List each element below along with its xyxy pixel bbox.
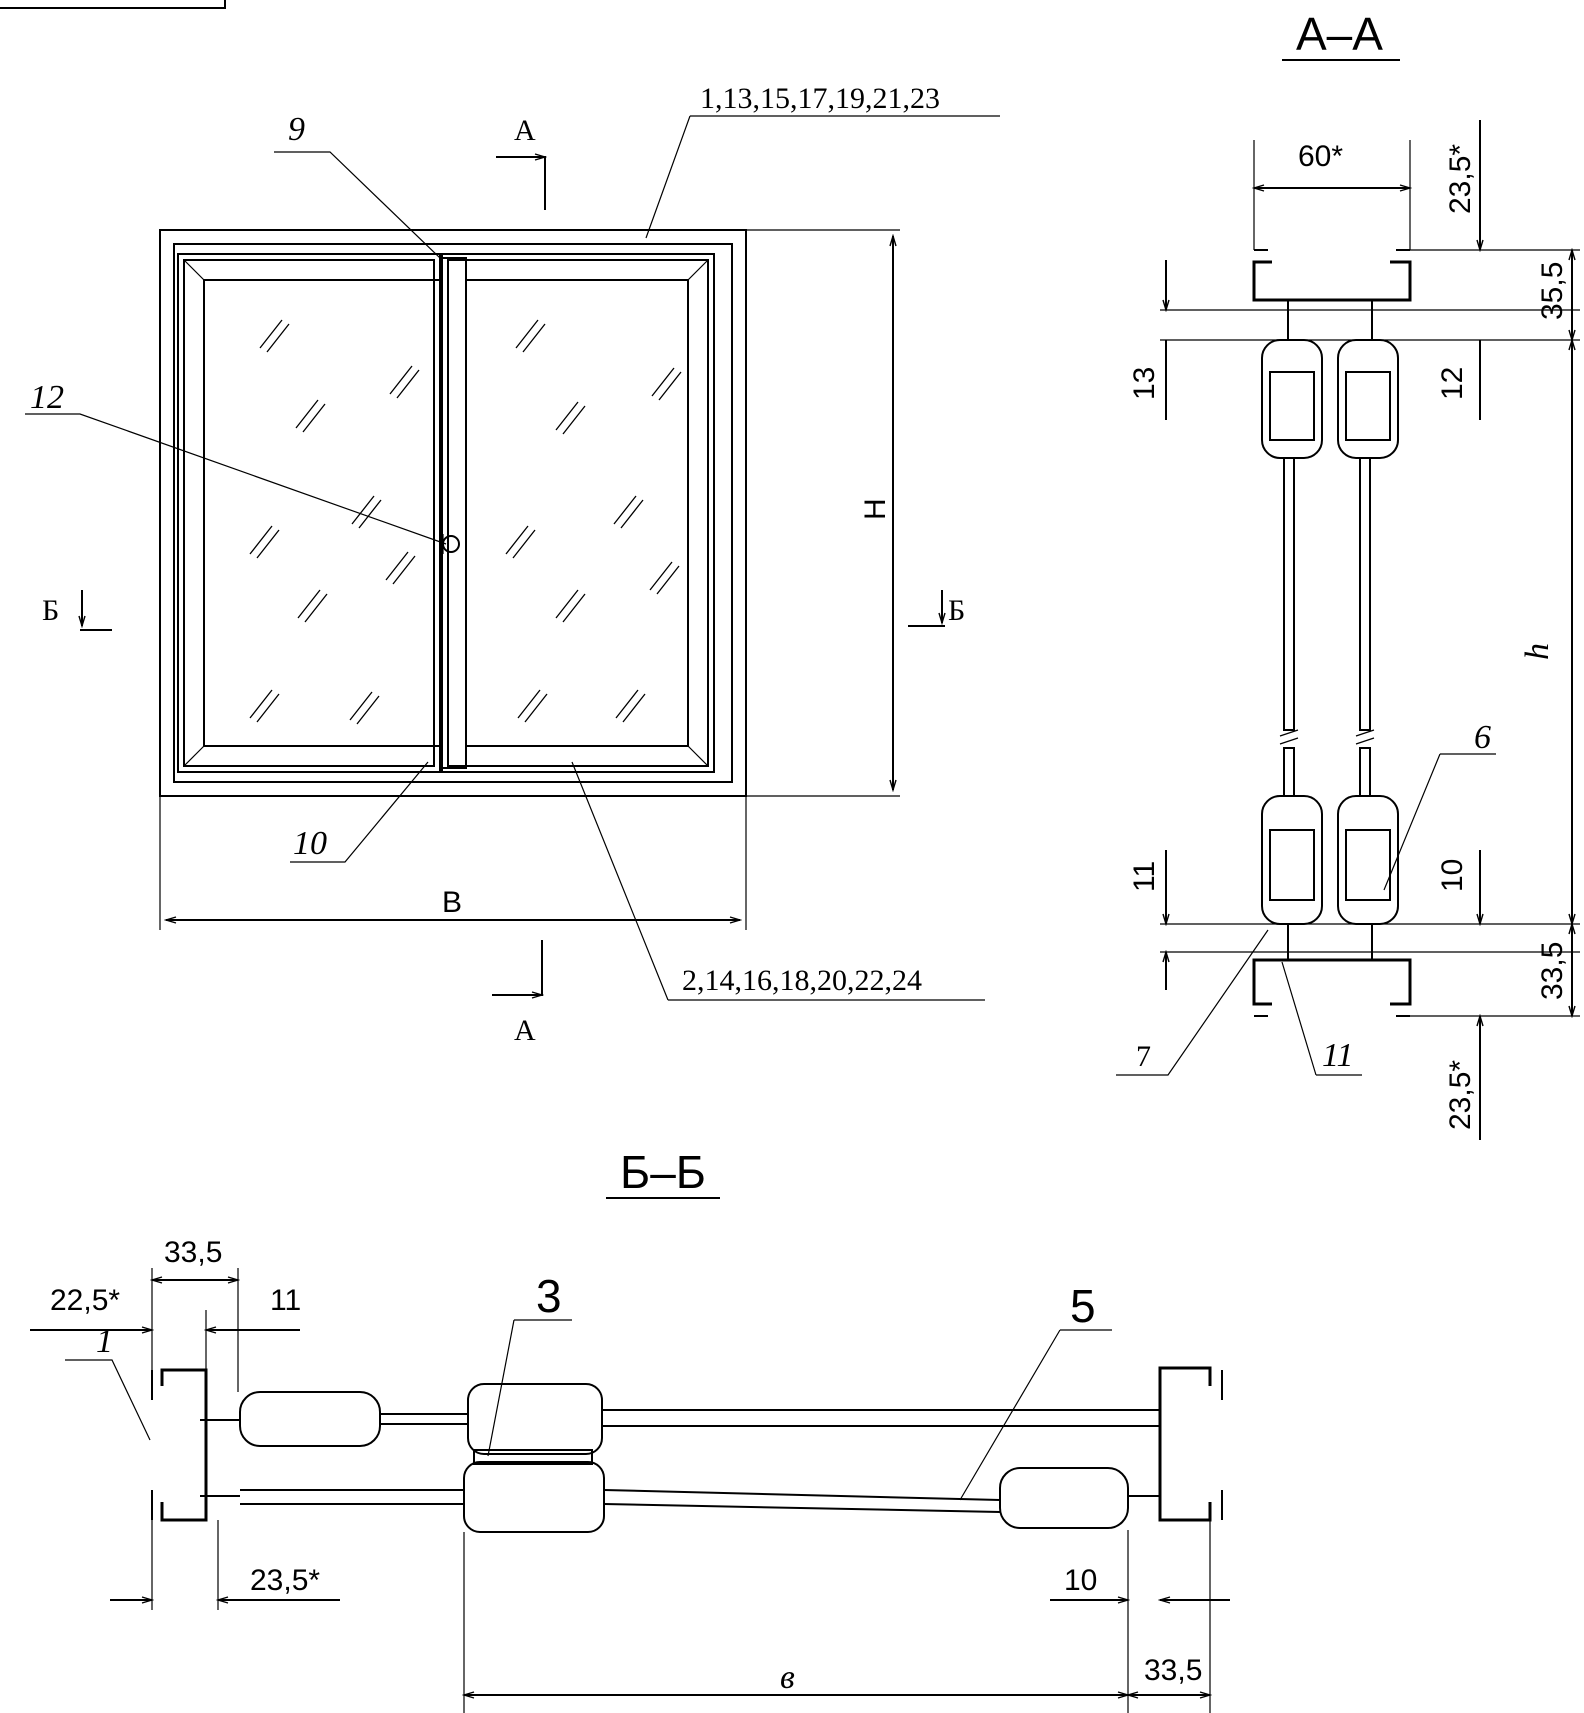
callout-3: 3 [536,1270,562,1322]
dim-10: 10 [1436,859,1469,892]
glass-hatch-mark [385,551,416,585]
profile-bb-center-bottom [463,1461,605,1533]
leader-5 [959,1329,1112,1501]
leader-1 [65,1359,151,1441]
dim-11-bb: 11 [270,1284,301,1317]
glass-hatch-mark [389,365,420,399]
profile-bb-center-top [467,1383,603,1455]
inner-frame [173,243,733,783]
sheet-frame-corner [0,0,226,9]
glass-hatching [249,319,682,725]
callout-1: 1 [96,1323,113,1360]
callout-bottom-parts: 2,14,16,18,20,22,24 [682,964,922,997]
section-a-top-marker [496,156,546,210]
callout-9: 9 [288,111,305,148]
glass-hatch-mark [297,589,328,623]
bottom-channel [1252,958,1412,1006]
profile-bb-right-bottom [999,1467,1129,1529]
callout-11: 11 [1322,1037,1353,1074]
profile-bb-left-top [239,1391,381,1447]
glass-hatch-mark [517,689,548,723]
glass-hatch-mark [249,525,280,559]
callout-10: 10 [293,825,327,862]
dim-33-5-top: 33,5 [164,1236,222,1269]
section-aa: А–А [1116,8,1580,1140]
callout-12: 12 [30,379,64,416]
glass-hatch-mark [259,319,290,353]
leader-9 [274,151,441,259]
dim-13: 13 [1128,367,1161,400]
section-b-right-label: Б [948,594,965,627]
section-a-bottom-label: A [514,1014,536,1047]
dim-b: в [780,1659,795,1696]
dim-B-label: B [442,886,462,919]
dim-22-5: 22,5* [50,1284,120,1317]
section-aa-title: А–А [1296,8,1383,60]
glass-hatch-mark [555,401,586,435]
leader-12 [25,413,447,545]
glass-hatch-mark [555,589,586,623]
left-sash [177,253,441,773]
glass-panes-aa [1279,457,1375,797]
leader-7 [1116,929,1269,1076]
callout-5: 5 [1070,1280,1096,1332]
left-channel [160,1368,208,1522]
glass-hatch-mark [351,495,382,529]
glass-hatch-mark [613,495,644,529]
outer-frame [159,229,747,797]
callout-6: 6 [1474,719,1491,756]
top-channel [1252,260,1412,302]
dim-33-5-bottom: 33,5 [1144,1654,1202,1687]
glass-hatch-mark [515,319,546,353]
section-b-left-label: Б [42,594,59,627]
leader-6 [1383,753,1496,891]
dim-33-5: 33,5 [1536,942,1569,1000]
leader-bottom [571,761,985,1001]
dim-H-label: H [859,498,892,520]
section-bb: Б–Б [30,1146,1230,1713]
dim-23-5-top: 23,5* [1444,144,1477,214]
glass-hatch-mark [649,561,680,595]
glass-hatch-mark [349,691,380,725]
leader-3 [487,1319,572,1457]
dim-23-5-bottom: 23,5* [1444,1060,1477,1130]
glass-hatch-mark [615,689,646,723]
dim-10-bb: 10 [1064,1564,1097,1597]
front-view: 1,13,15,17,19,21,23 2,14,16,18,20,22,24 … [25,82,1000,1047]
dim-23-5-bb: 23,5* [250,1564,320,1597]
meeting-stile [439,257,467,769]
lock-icon [442,534,460,554]
leader-10 [290,761,429,863]
glass-hatch-mark [249,689,280,723]
callout-7: 7 [1136,1040,1151,1073]
dim-60: 60* [1298,140,1343,173]
glass-hatch-mark [651,367,682,401]
dim-35-5: 35,5 [1536,262,1569,320]
section-a-bottom-marker [492,940,543,996]
glass-hatch-mark [505,525,536,559]
leader-11 [1281,961,1362,1076]
section-a-top-label: A [514,114,536,147]
dim-h: h [1519,643,1556,660]
dim-12: 12 [1436,367,1469,400]
callout-top-parts: 1,13,15,17,19,21,23 [700,82,940,115]
section-bb-title: Б–Б [620,1146,706,1198]
glass-hatch-mark [295,399,326,433]
dim-11: 11 [1128,861,1161,892]
glass-panes-bb [200,1409,1160,1513]
leader-top [645,115,1000,239]
right-channel [1158,1366,1212,1522]
right-sash [441,253,715,773]
